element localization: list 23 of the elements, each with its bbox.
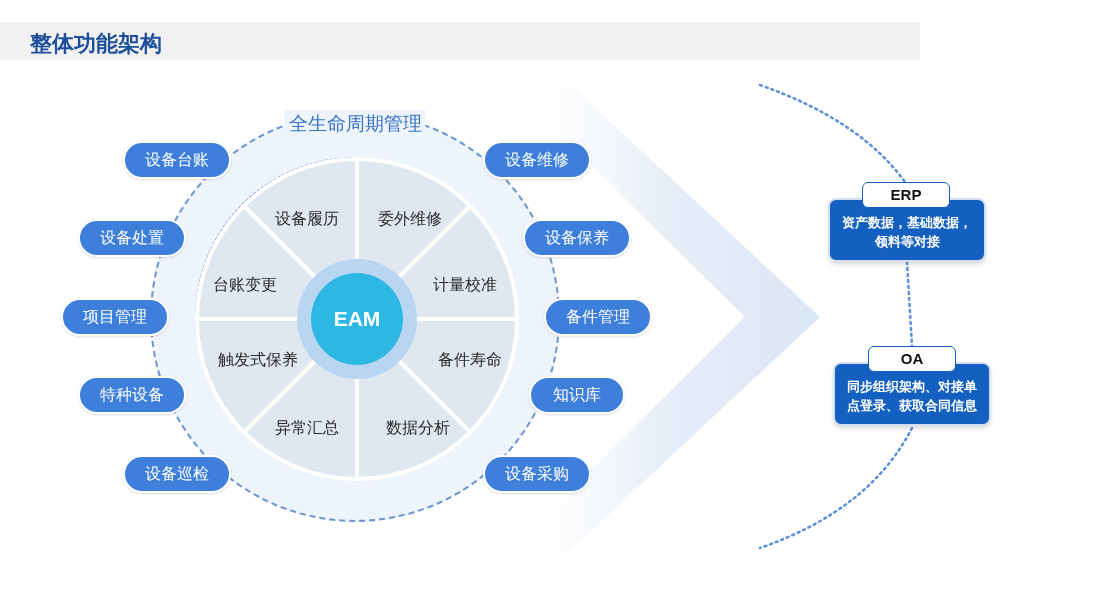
sector-label: 委外维修: [378, 209, 442, 229]
sector-label: 异常汇总: [275, 418, 339, 438]
function-pill: 设备台账: [123, 141, 231, 179]
sector-label: 设备履历: [275, 209, 339, 229]
function-pill: 备件管理: [544, 298, 652, 336]
core-label: EAM: [333, 306, 381, 333]
function-pill: 特种设备: [78, 376, 186, 414]
function-pill: 设备保养: [523, 219, 631, 257]
system-tab: ERP: [862, 182, 950, 208]
dotted-connector: [905, 260, 914, 348]
sector-label: 计量校准: [433, 275, 497, 295]
sector-label: 台账变更: [213, 275, 277, 295]
function-pill: 设备维修: [483, 141, 591, 179]
system-tab: OA: [868, 346, 956, 372]
sector-label: 数据分析: [386, 418, 450, 438]
function-pill: 设备采购: [483, 455, 591, 493]
function-pill: 设备巡检: [123, 455, 231, 493]
function-pill: 设备处置: [78, 219, 186, 257]
function-pill: 知识库: [529, 376, 625, 414]
sector-label: 备件寿命: [438, 350, 502, 370]
function-pill: 项目管理: [61, 298, 169, 336]
sector-label: 触发式保养: [218, 350, 298, 370]
page-title: 整体功能架构: [30, 30, 162, 58]
